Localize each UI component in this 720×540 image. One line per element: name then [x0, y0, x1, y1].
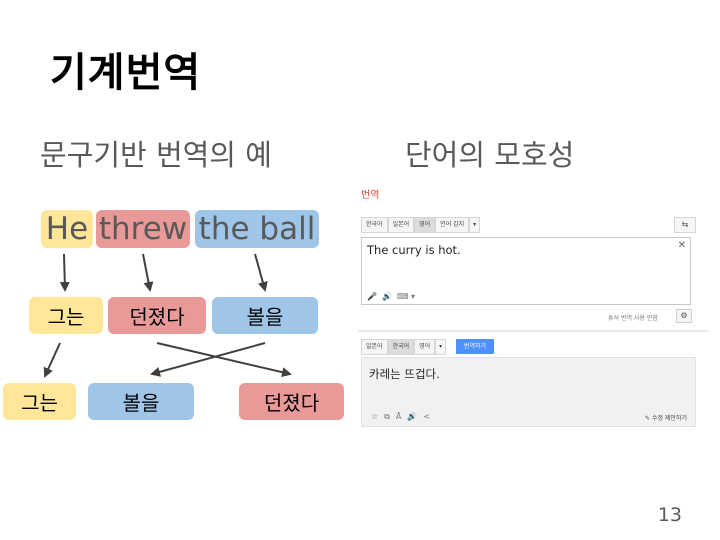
translate-button[interactable]: 번역하기: [456, 339, 494, 354]
phrase-ko1-he: 그는: [29, 297, 103, 334]
target-tab-english[interactable]: 영어: [414, 339, 436, 355]
star-icon[interactable]: ☆: [371, 412, 379, 421]
phrase-ko1-threw: 던졌다: [108, 297, 206, 334]
target-tab-japanese[interactable]: 일본어: [361, 339, 388, 355]
speaker-icon[interactable]: 🔊: [381, 292, 392, 301]
phrase-ko2-he: 그는: [3, 383, 76, 420]
arrow-threw: [142, 253, 154, 292]
target-tools: ☆ ⧉ Ā 🔊 <: [371, 412, 430, 422]
target-text: 카레는 뜨겁다.: [369, 367, 440, 381]
source-tab-detect[interactable]: 언어 감지: [435, 217, 470, 233]
source-text-area[interactable]: The curry is hot. ✕ 🎤 🔊 ⌨ ▾: [361, 237, 691, 305]
target-dropdown-icon[interactable]: ▾: [435, 339, 447, 355]
arrow-reorder-threw: [156, 342, 292, 378]
keyboard-icon[interactable]: ⌨ ▾: [396, 292, 416, 301]
source-language-bar: 한국어 일본어 영어 언어 감지 ▾: [361, 217, 481, 233]
source-dropdown-icon[interactable]: ▾: [469, 217, 481, 233]
arrow-he: [59, 253, 70, 292]
copy-icon[interactable]: ⧉: [384, 412, 390, 421]
source-text: The curry is hot.: [367, 243, 461, 257]
phrase-en-he: He: [41, 210, 93, 248]
source-tools: 🎤 🔊 ⌨ ▾: [367, 292, 415, 301]
panel-divider: [358, 330, 708, 332]
close-icon[interactable]: ✕: [677, 240, 686, 251]
arrow-reorder-ball: [150, 342, 266, 377]
translate-screenshot: 번역 한국어 일본어 영어 언어 감지 ▾ ⇆ The curry is hot…: [358, 180, 708, 430]
translate-header: 번역: [361, 190, 380, 201]
source-tab-japanese[interactable]: 일본어: [387, 217, 415, 233]
right-heading: 단어의 모호성: [405, 138, 575, 172]
arrow-ball: [254, 253, 268, 292]
phrase-ko2-threw: 던졌다: [239, 383, 344, 420]
left-heading: 문구기반 번역의 예: [40, 138, 272, 172]
target-language-bar: 일본어 한국어 영어 ▾: [361, 339, 447, 355]
phrase-ko2-ball: 볼을: [88, 383, 194, 420]
community-note[interactable]: 휴석 번역 사용 안함: [608, 315, 658, 322]
phrase-en-the-ball: the ball: [195, 210, 319, 248]
swap-icon[interactable]: ⇆: [674, 217, 696, 233]
romanize-icon[interactable]: Ā: [395, 412, 402, 421]
speaker-icon[interactable]: 🔊: [407, 412, 418, 421]
share-icon[interactable]: <: [423, 412, 431, 421]
suggest-edit-link[interactable]: ✎ 수정 제안하기: [645, 415, 687, 422]
phrase-en-threw: threw: [96, 210, 190, 248]
arrow-reorder-he: [43, 342, 61, 378]
page-number: 13: [657, 504, 682, 526]
microphone-icon[interactable]: 🎤: [367, 292, 377, 301]
settings-icon[interactable]: ⚙: [676, 309, 692, 323]
slide-title: 기계번역: [50, 50, 202, 96]
source-tab-english[interactable]: 영어: [414, 217, 436, 233]
target-text-area: 카레는 뜨겁다. ☆ ⧉ Ā 🔊 < ✎ 수정 제안하기: [361, 357, 696, 427]
source-tab-korean[interactable]: 한국어: [361, 217, 388, 233]
phrase-ko1-ball: 볼을: [212, 297, 318, 334]
target-tab-korean[interactable]: 한국어: [387, 339, 415, 355]
